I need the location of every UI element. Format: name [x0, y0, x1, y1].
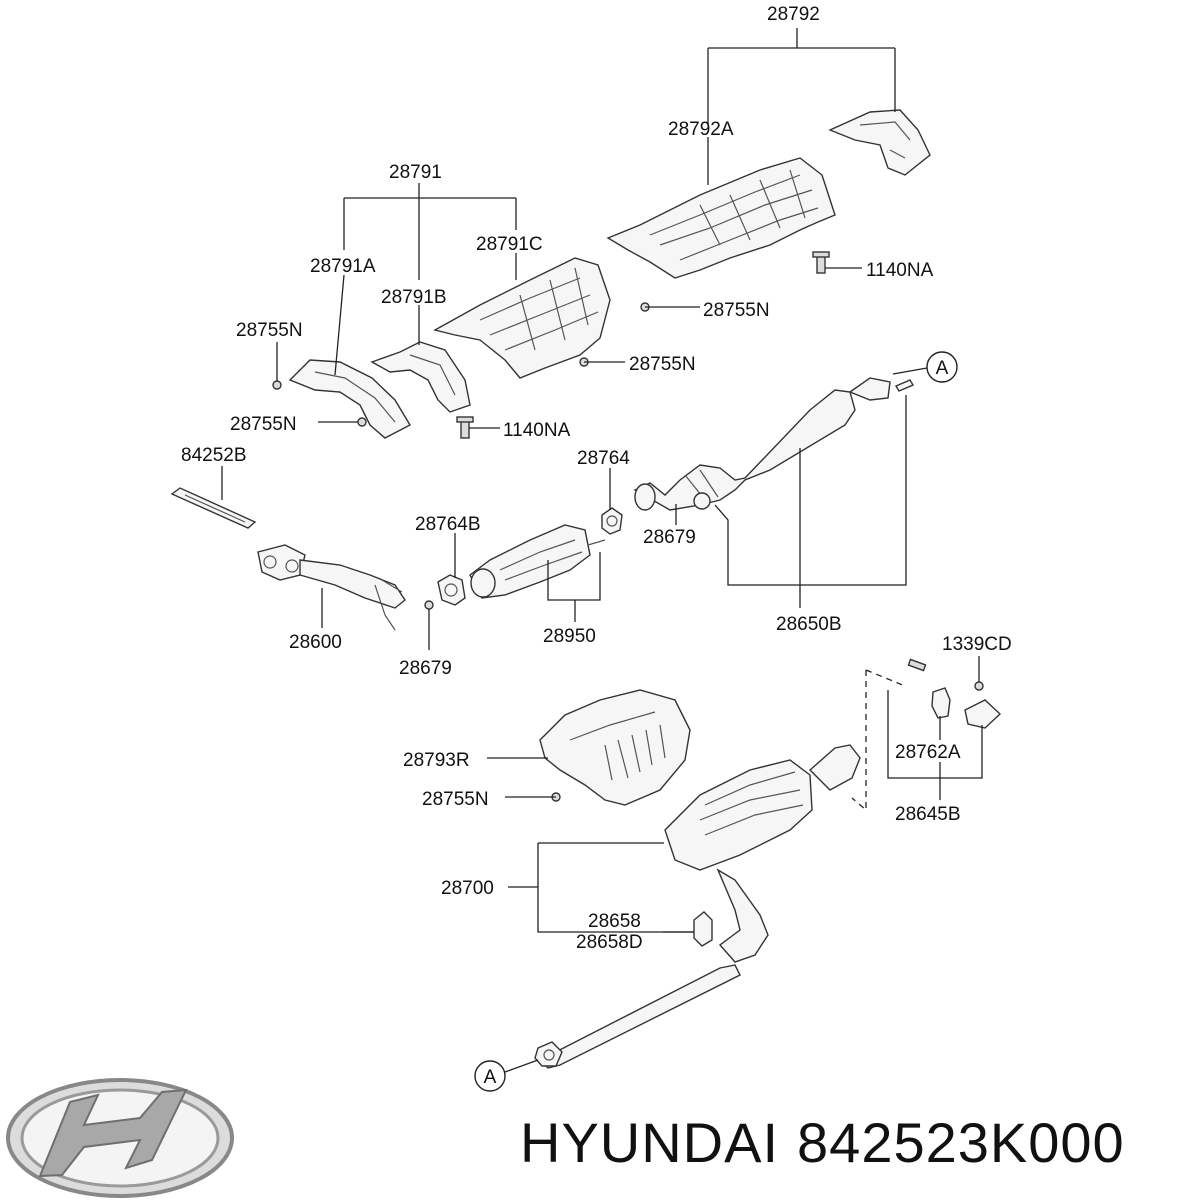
svg-text:A: A	[936, 358, 949, 379]
label-28700: 28700	[441, 878, 494, 899]
reference-marker-a-bottom: A	[474, 1060, 506, 1092]
label-28791A: 28791A	[310, 256, 376, 277]
label-28792A: 28792A	[668, 119, 734, 140]
label-28791C: 28791C	[476, 234, 543, 255]
label-28658D: 28658D	[576, 932, 643, 953]
leader-lines	[221, 28, 983, 1073]
heat-shield-28791A	[288, 359, 411, 439]
label-28650B: 28650B	[776, 614, 842, 635]
label-28762A: 28762A	[895, 742, 961, 763]
label-28950: 28950	[543, 626, 596, 647]
brand-name: HYUNDAI	[520, 1111, 780, 1174]
label-28755N-e: 28755N	[422, 789, 489, 810]
svg-text:A: A	[484, 1067, 497, 1088]
hanger-bracket-28762A	[907, 658, 1002, 729]
label-1140NA-a: 1140NA	[866, 260, 934, 281]
reference-marker-a-top: A	[926, 351, 958, 383]
center-muffler-28650B	[633, 377, 891, 511]
bolt-1140NA-lower	[456, 416, 474, 439]
label-28679-b: 28679	[399, 658, 452, 679]
rear-muffler-28700	[534, 744, 861, 1069]
heat-shield-28792-bracket	[828, 109, 931, 176]
nut-28755N-4	[357, 417, 367, 427]
part-number: 842523K000	[797, 1111, 1125, 1174]
label-28658: 28658	[588, 911, 641, 932]
label-28791B: 28791B	[381, 287, 447, 308]
heat-shield-28791B	[370, 341, 471, 413]
label-28791: 28791	[389, 162, 442, 183]
label-1140NA-b: 1140NA	[503, 420, 571, 441]
nut-28679-lower	[424, 600, 434, 610]
label-28755N-a: 28755N	[236, 320, 303, 341]
gasket-28764	[601, 507, 623, 535]
label-28764B: 28764B	[415, 514, 481, 535]
heat-shield-28793R	[539, 689, 691, 806]
nut-28755N-3	[272, 380, 282, 390]
pipe-end-pin	[894, 379, 915, 392]
front-pipe-28600	[257, 544, 406, 631]
brand-caption: HYUNDAI 842523K000	[520, 1110, 1190, 1175]
catalytic-converter-28950	[469, 524, 606, 599]
heat-shield-28791C	[433, 257, 611, 379]
label-28764: 28764	[577, 448, 630, 469]
bolt-1140NA-upper	[812, 251, 830, 274]
hanger-rubber-center	[693, 492, 711, 510]
label-28793R: 28793R	[403, 750, 470, 771]
label-84252B: 84252B	[181, 445, 247, 466]
hyundai-logo-icon	[6, 1078, 234, 1198]
hanger-rubber-28658	[693, 911, 713, 947]
label-28600: 28600	[289, 632, 342, 653]
gasket-28764B	[437, 574, 466, 606]
label-1339CD: 1339CD	[942, 634, 1012, 655]
label-28755N-d: 28755N	[230, 414, 297, 435]
label-28679-a: 28679	[643, 527, 696, 548]
heat-shield-28792A	[606, 157, 836, 279]
label-28792: 28792	[767, 4, 820, 25]
label-28755N-c: 28755N	[629, 354, 696, 375]
label-28755N-b: 28755N	[703, 300, 770, 321]
label-28645B: 28645B	[895, 804, 961, 825]
protector-strip-84252B	[170, 487, 257, 529]
